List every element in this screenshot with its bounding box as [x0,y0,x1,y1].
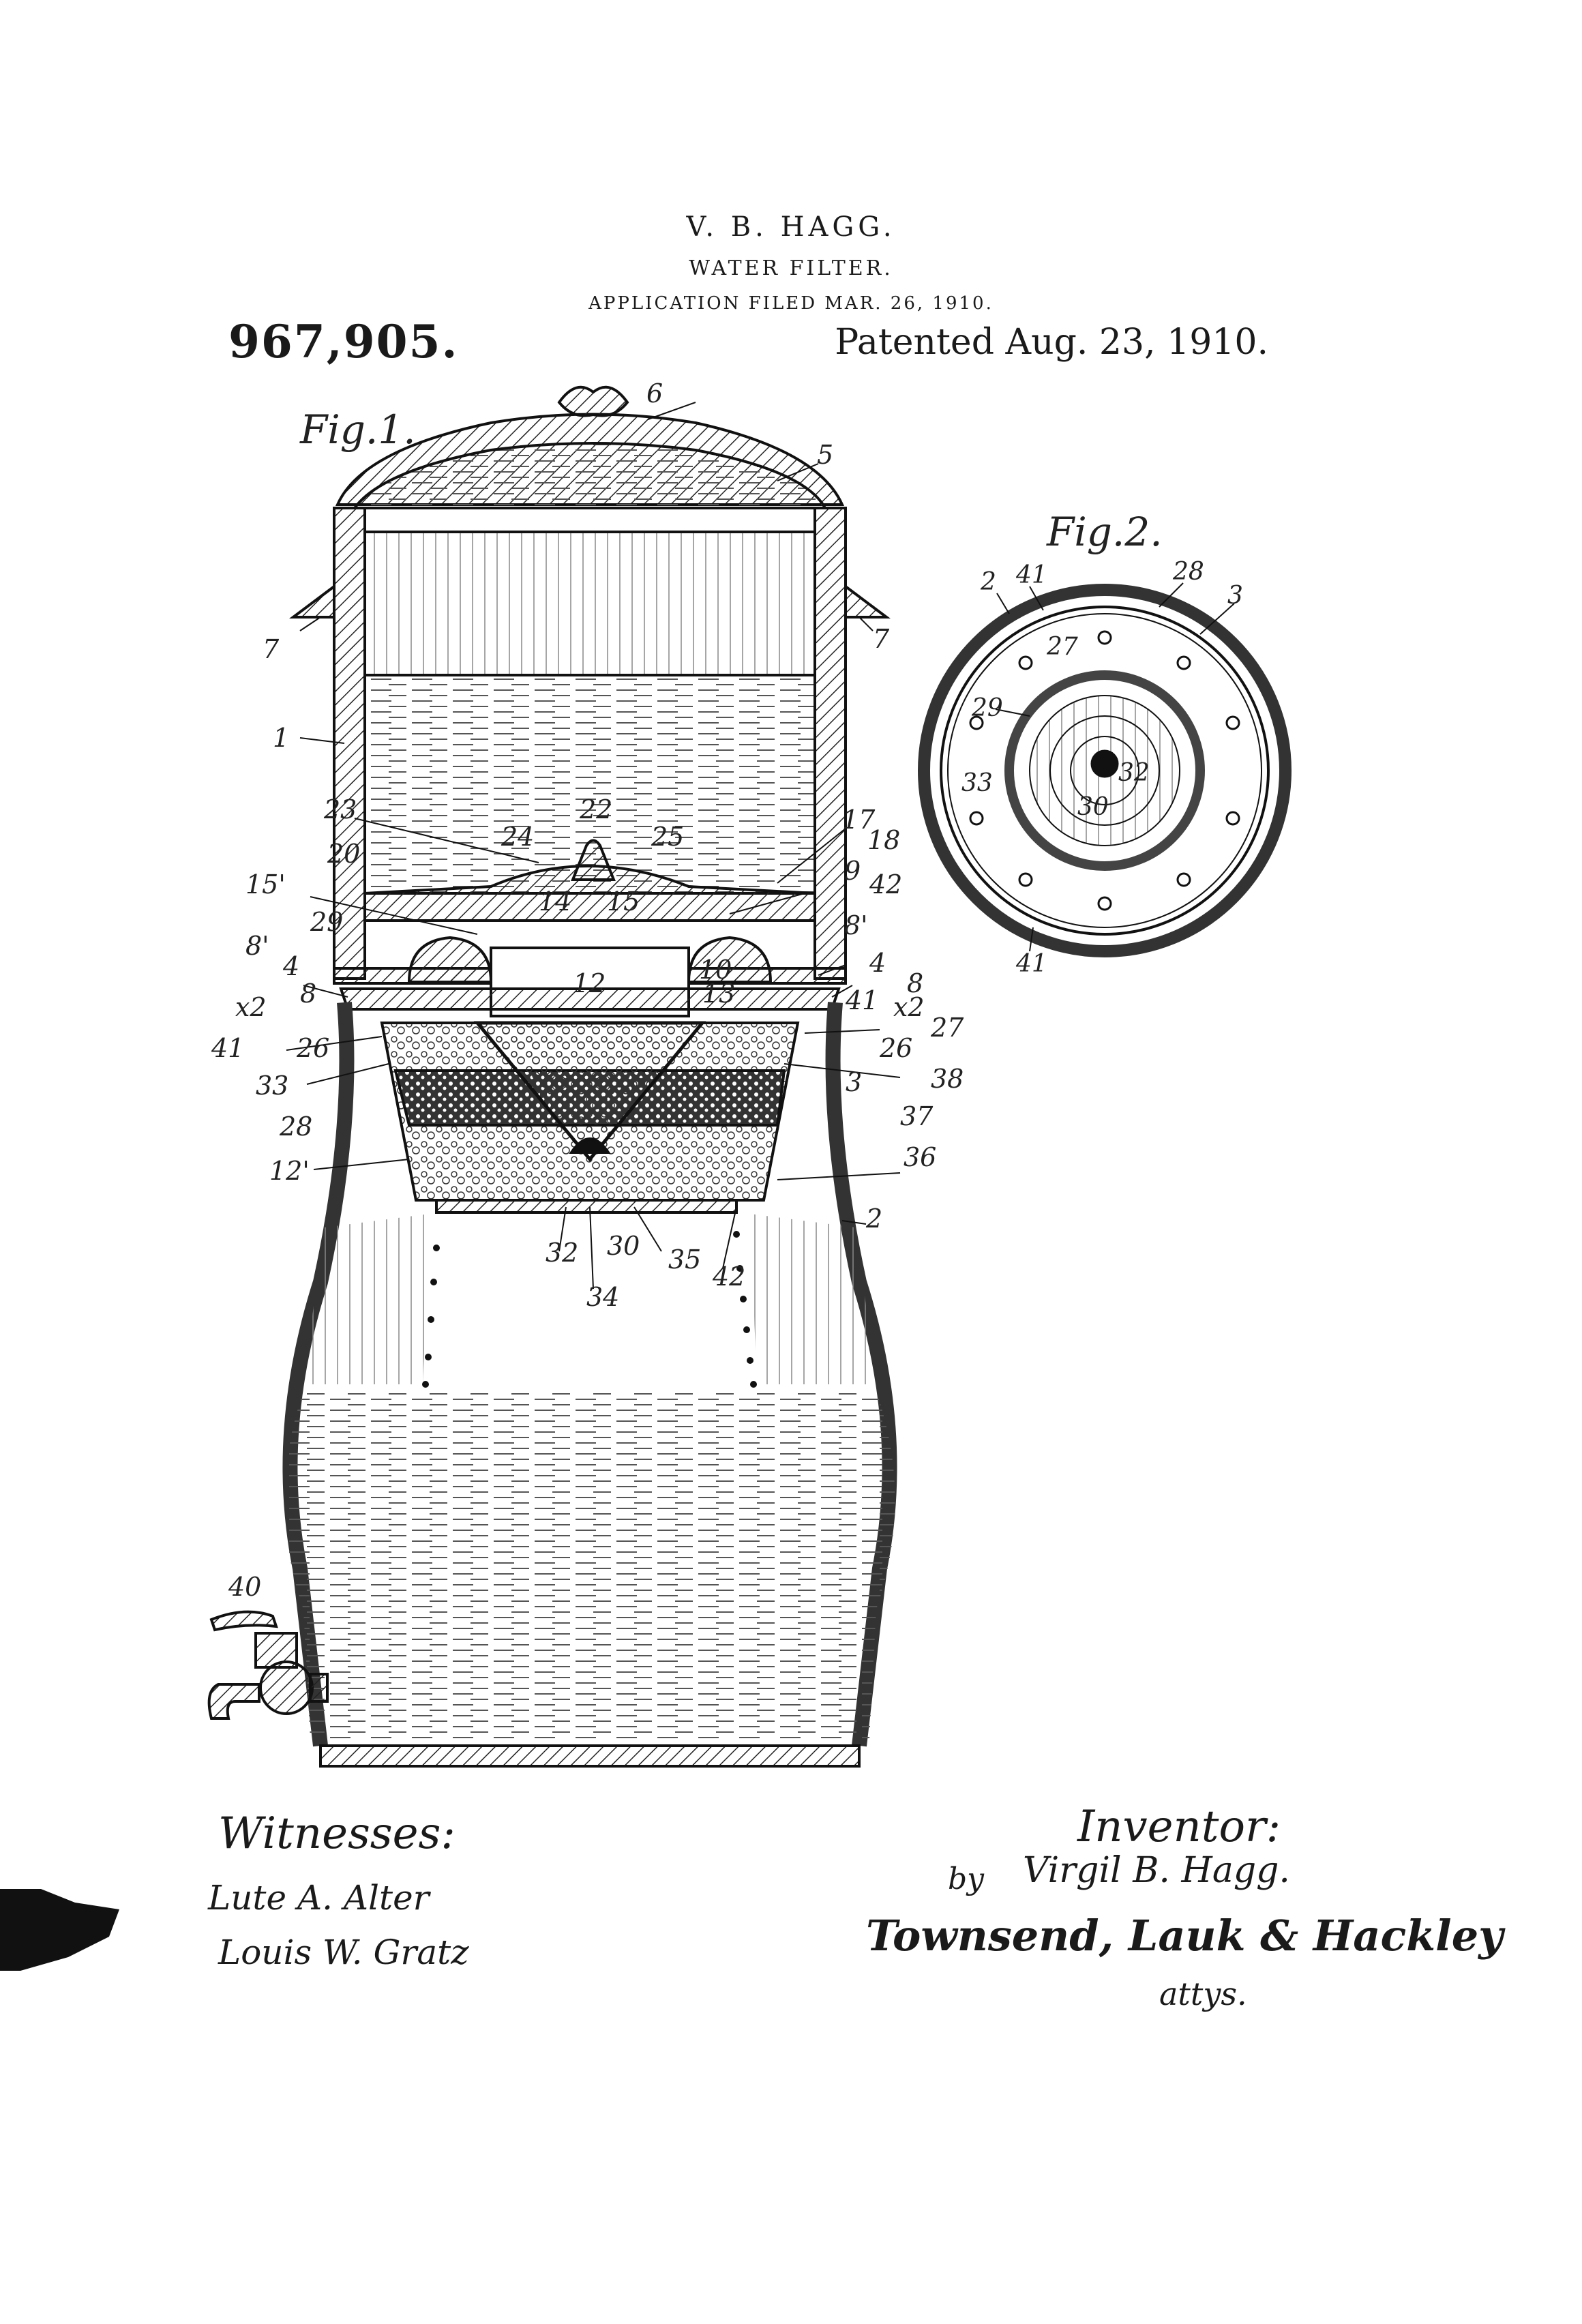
witness-1-signature: Lute A. Alter [207,1878,432,1918]
callout-30: 30 [607,1231,640,1261]
fig2-callout-2: 2 [980,568,996,596]
callout-12-prime: 12' [269,1156,310,1186]
callout-28: 28 [279,1112,312,1142]
callout-24: 24 [501,822,534,852]
callout-27: 27 [930,1013,964,1043]
inventor-signature: Virgil B. Hagg. [1023,1850,1290,1891]
fig2-label: Fig.2. [1046,509,1163,555]
fig2-callout-30: 30 [1077,793,1109,821]
fig1-water-filter [209,387,900,1766]
callout-29: 29 [310,907,343,937]
callout-15-prime: 15' [245,869,286,899]
fig1-label: Fig.1. [299,406,416,453]
callout-9: 9 [844,856,861,886]
fig1-filter-basket [382,1023,798,1212]
callout-1: 1 [273,723,289,753]
fig2-callout-3: 3 [1227,582,1243,610]
callout-15: 15 [607,887,640,917]
fig2-callout-29: 29 [971,694,1003,722]
callout-20: 20 [327,839,360,869]
callout-34: 34 [586,1282,619,1312]
callout-33: 33 [256,1071,288,1101]
callout-13: 13 [702,979,735,1009]
callout-37: 37 [900,1101,934,1131]
callout-41-right: 41 [845,985,878,1015]
callout-40: 40 [228,1572,261,1602]
callout-8-prime-left: 8' [245,931,269,961]
callout-6: 6 [646,378,663,408]
callout-5: 5 [817,440,833,470]
fig2-plan-view [924,583,1285,951]
fig2-callout-41-top: 41 [1015,561,1047,589]
witness-2-signature: Louis W. Gratz [218,1933,469,1972]
callout-7-left: 7 [263,634,280,664]
callout-26-left: 26 [296,1033,329,1063]
fig2-callout-28: 28 [1172,558,1204,586]
callout-2: 2 [865,1204,882,1234]
fig2-center-outlet [1091,750,1118,777]
callout-25: 25 [651,822,684,852]
callout-12: 12 [573,968,606,998]
callout-32: 32 [546,1238,578,1268]
fig2-callout-27: 27 [1046,633,1078,661]
callout-35: 35 [668,1245,701,1275]
inventor-label: Inventor: [1077,1802,1281,1852]
callout-18: 18 [867,825,900,855]
lid-knob [559,387,627,416]
attys-label: attys. [1159,1976,1247,2012]
callout-3: 3 [846,1067,862,1097]
fig2-callout-41-bottom: 41 [1015,950,1047,978]
callout-42-top: 42 [869,869,902,899]
callout-8-prime-right: 8' [844,910,868,940]
callout-x2-right: x2 [893,992,925,1022]
fig1-upper-reservoir [293,508,886,983]
callout-26-right: 26 [879,1033,912,1063]
callout-7-right: 7 [873,624,890,654]
callout-4-right: 4 [869,948,886,978]
callout-14: 14 [539,887,571,917]
by-label: by [948,1862,985,1896]
callout-8-left: 8 [300,979,316,1009]
signature-block: Witnesses: Lute A. Alter Louis W. Gratz … [207,1802,1506,2012]
callout-42-bottom: 42 [712,1262,745,1292]
attorney-signature: Townsend, Lauk & Hackley [866,1911,1506,1961]
witnesses-label: Witnesses: [218,1808,456,1859]
callout-4-left: 4 [282,951,299,981]
callout-41-left: 41 [211,1033,244,1063]
callout-36: 36 [904,1142,936,1172]
callout-38: 38 [931,1064,964,1094]
callout-x2-left: x2 [235,992,267,1022]
fig2-callout-32: 32 [1118,759,1150,787]
fig2-callout-33: 33 [961,769,993,797]
callout-22: 22 [579,794,612,824]
callout-23: 23 [323,794,357,824]
scan-artifact [0,1889,119,1971]
